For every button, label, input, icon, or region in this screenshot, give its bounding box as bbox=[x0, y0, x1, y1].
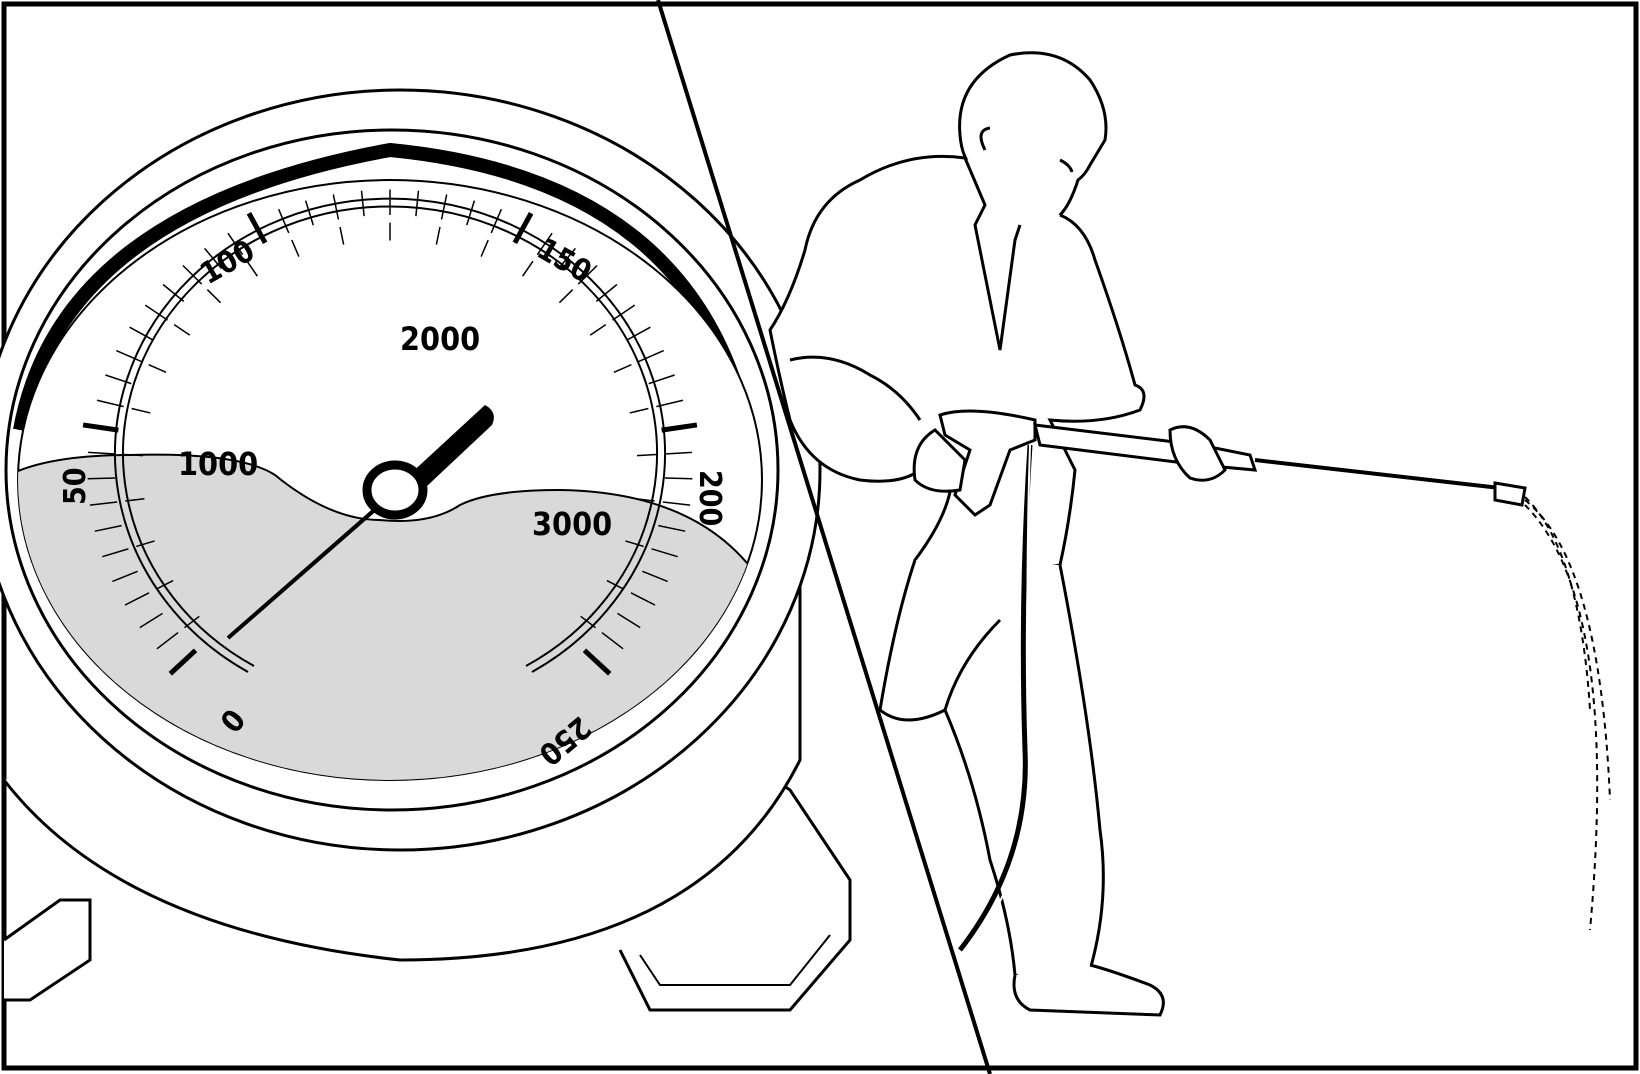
label-50: 50 bbox=[58, 467, 93, 505]
eye bbox=[1059, 158, 1074, 173]
label-3000: 3000 bbox=[532, 505, 612, 543]
ear bbox=[979, 126, 991, 151]
label-2000: 2000 bbox=[400, 320, 480, 358]
panel-divider bbox=[656, 0, 992, 1074]
shoe bbox=[1012, 963, 1165, 1017]
pants-fold bbox=[943, 618, 1002, 711]
scale-ticks bbox=[82, 189, 698, 676]
hose-highlight bbox=[964, 444, 1032, 956]
shirt bbox=[768, 154, 1146, 577]
water-spray bbox=[1524, 496, 1611, 931]
collar bbox=[963, 157, 1022, 351]
hose bbox=[958, 444, 1033, 952]
spray-nozzle bbox=[1493, 481, 1527, 507]
right-hand bbox=[1168, 425, 1227, 482]
label-200: 200 bbox=[692, 470, 727, 526]
left-hand bbox=[912, 428, 967, 493]
needle-hub bbox=[362, 460, 428, 520]
pressure-gauge: 0 50 100 150 200 250 1000 2000 3000 bbox=[0, 88, 852, 1012]
hex-fitting-right bbox=[618, 768, 852, 1012]
man-with-pressure-washer bbox=[768, 51, 1611, 1017]
pants bbox=[878, 559, 1105, 981]
spray-wand bbox=[1254, 458, 1501, 490]
sleeve-fold bbox=[789, 355, 922, 421]
spray-gun-handle bbox=[938, 409, 1037, 517]
bezel-shadow bbox=[13, 142, 757, 442]
label-1000: 1000 bbox=[178, 445, 258, 483]
hex-fitting-left bbox=[3, 898, 92, 1002]
